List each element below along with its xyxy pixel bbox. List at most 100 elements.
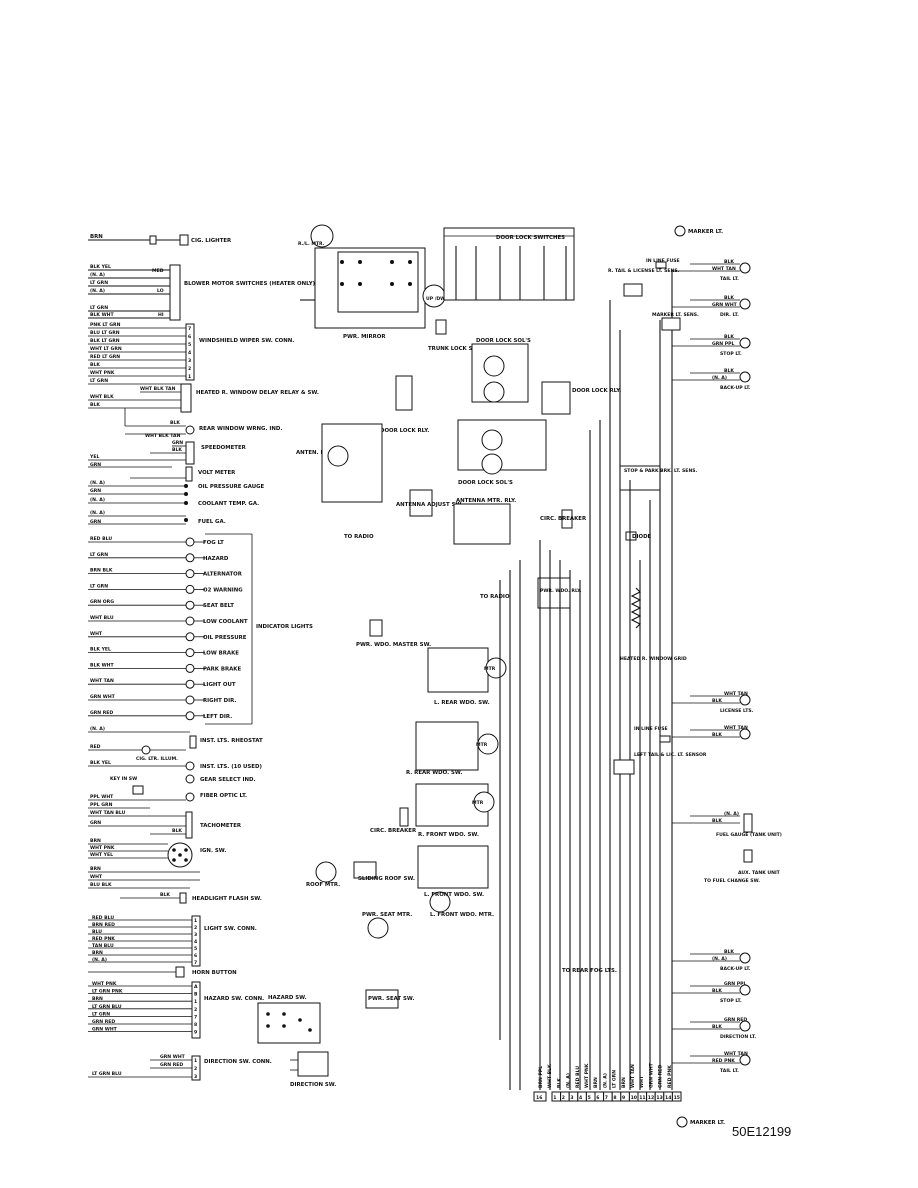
wire-label: WHT	[639, 1075, 645, 1088]
door-lock-sols-upper: DOOR LOCK SOL'S	[471, 338, 531, 403]
mtr-label: MTR	[476, 742, 488, 748]
in-line-fuse2-label: IN LINE FUSE	[634, 726, 668, 732]
wire-label: BLK	[160, 892, 170, 898]
wire-label: BLK	[724, 949, 734, 955]
wire-label: BRN PPL	[538, 1066, 544, 1088]
coolant-label: COOLANT TEMP. GA.	[198, 501, 259, 507]
wire-label: LT GRN BLU	[92, 1071, 122, 1077]
lamp-label: STOP LT.	[720, 351, 742, 357]
fuel-gauge-label: FUEL GAUGE (TANK UNIT)	[716, 832, 782, 838]
harness-bus	[499, 270, 673, 1090]
indicator-label: RIGHT DIR.	[203, 698, 236, 704]
wire-label: (N. A)	[602, 1073, 608, 1088]
pin-label: 3	[194, 1074, 197, 1080]
pin-label: HI	[158, 312, 164, 318]
to-rear-fog: TO REAR FOG LTS.	[562, 968, 617, 974]
wire-label: (N. A)	[90, 272, 105, 278]
wire-label: PPL GRN	[90, 802, 113, 808]
lamp-label: DIRECTION LT.	[720, 1034, 756, 1040]
pin-label: 2	[194, 1066, 197, 1072]
wire-label: WHT BLK	[90, 394, 114, 400]
in-line-fuse: IN LINE FUSE	[646, 258, 680, 269]
blower-label: BLOWER MOTOR SWITCHES (HEATER ONLY)	[184, 281, 315, 287]
pin-label: 5	[588, 1095, 591, 1101]
center-panel: R./L. MTR. UP /DWN MTR. PWR. MIRROR DOOR…	[296, 224, 698, 1102]
wire-label: WHT TAN	[724, 725, 748, 731]
aux-tank-label: AUX. TANK UNIT	[738, 870, 781, 876]
marker-lt-top: MARKER LT.	[674, 225, 723, 237]
wire-label: RED PNK	[712, 1058, 735, 1064]
indicator-lamp	[185, 663, 195, 673]
pin-label: 5	[194, 946, 197, 952]
lamp-bulb-icon	[739, 1054, 751, 1066]
pin-label: 13	[656, 1095, 662, 1101]
wire-label: RED PNK	[92, 936, 115, 942]
sliding-roof: SLIDING ROOF SW. ROOF MTR.	[306, 861, 415, 888]
wire-label: LT GRN PNK	[92, 989, 123, 995]
door-lock-sols-label: DOOR LOCK SOL'S	[476, 338, 531, 344]
wire-label: PPL WHT	[90, 794, 114, 800]
pin-label: 2	[194, 1007, 197, 1013]
wire-label: BLU LT GRN	[90, 330, 120, 336]
wire-label: WHT PNK	[92, 981, 117, 987]
door-lock-sols-label2: DOOR LOCK SOL'S	[458, 480, 513, 486]
fiber-optic: PPL WHT PPL GRN FIBER OPTIC LT.	[88, 792, 247, 809]
wiper-label: WINDSHIELD WIPER SW. CONN.	[199, 338, 294, 344]
to-radio-label2: TO RADIO	[480, 594, 510, 600]
horn-button: HORN BUTTON	[88, 966, 237, 978]
light-sw-label: LIGHT SW. CONN.	[204, 926, 257, 932]
grid-label: HEATED R. WINDOW GRID	[620, 656, 687, 662]
pin-label: 3	[188, 358, 191, 364]
indicator-lamp	[185, 711, 195, 721]
wire-label: BLU BLK	[90, 882, 112, 888]
wire-label: WHT TAN	[724, 1051, 748, 1057]
stop-park-label: STOP & PARK BRK. LT. SENS.	[624, 468, 698, 474]
cig-ltr-illum: RED CIG. LTR. ILLUM.	[88, 744, 186, 762]
pwr-seat: PWR. SEAT MTR. PWR. SEAT SW.	[362, 912, 414, 1009]
pin-label: 3	[194, 932, 197, 938]
wire-label: GRN PPL	[724, 981, 746, 987]
inst-lts-label: INST. LTS. (10 USED)	[200, 764, 262, 770]
pin-label: 2	[562, 1095, 565, 1101]
wire-label: GRN	[90, 820, 101, 826]
wire-label: BRN BLK	[90, 568, 113, 574]
rheostat-label: INST. LTS. RHEOSTAT	[200, 738, 263, 744]
l-rear-label: L. REAR WDO. SW.	[434, 700, 490, 706]
lamp-bulb-icon	[739, 1020, 751, 1032]
pin-label: 7	[188, 326, 191, 332]
wire-label: (N. A)	[712, 375, 727, 381]
wire-label: GRN WHT	[160, 1054, 186, 1060]
lamp-label: STOP LT.	[720, 998, 742, 1004]
wire-label: RED LT GRN	[90, 354, 120, 360]
wire-label: WHT TAN	[712, 266, 736, 272]
pin-label: LO	[157, 288, 164, 294]
wire-label: BLK	[172, 828, 182, 834]
pin-label: 11	[639, 1095, 645, 1101]
wire-label: BLK	[724, 334, 734, 340]
wire-label: WHT PNK	[584, 1063, 590, 1088]
coolant-temp-ga: (N. A) COOLANT TEMP. GA.	[88, 497, 259, 507]
lamp-label: BACK-UP LT.	[720, 966, 751, 972]
indicator-label: PARK BRAKE	[203, 666, 241, 672]
aux-tank: AUX. TANK UNIT TO FUEL CHANGE SW.	[704, 849, 781, 884]
volt-meter: VOLT METER	[130, 466, 236, 482]
wire-label: RED BLU	[90, 536, 112, 542]
pin-label: 5	[188, 342, 191, 348]
wire-label: BRN	[92, 996, 103, 1002]
lamp-label: TAIL LT.	[720, 276, 739, 282]
wire-label: BLK YEL	[90, 760, 111, 766]
circ-breaker-label: CIRC. BREAKER	[540, 516, 587, 522]
pwr-seat-mtr-label: PWR. SEAT MTR.	[362, 912, 412, 918]
wire-label: BLK	[90, 402, 100, 408]
door-lock-sols-lower: DOOR LOCK SOL'S	[457, 419, 547, 486]
left-tail-sensor: LEFT TAIL & LIC. LT. SENSOR	[613, 752, 707, 775]
circ-breaker-upper: CIRC. BREAKER	[540, 509, 587, 529]
lamp-bulb-icon	[739, 371, 751, 383]
pin-label: 4	[188, 350, 191, 356]
